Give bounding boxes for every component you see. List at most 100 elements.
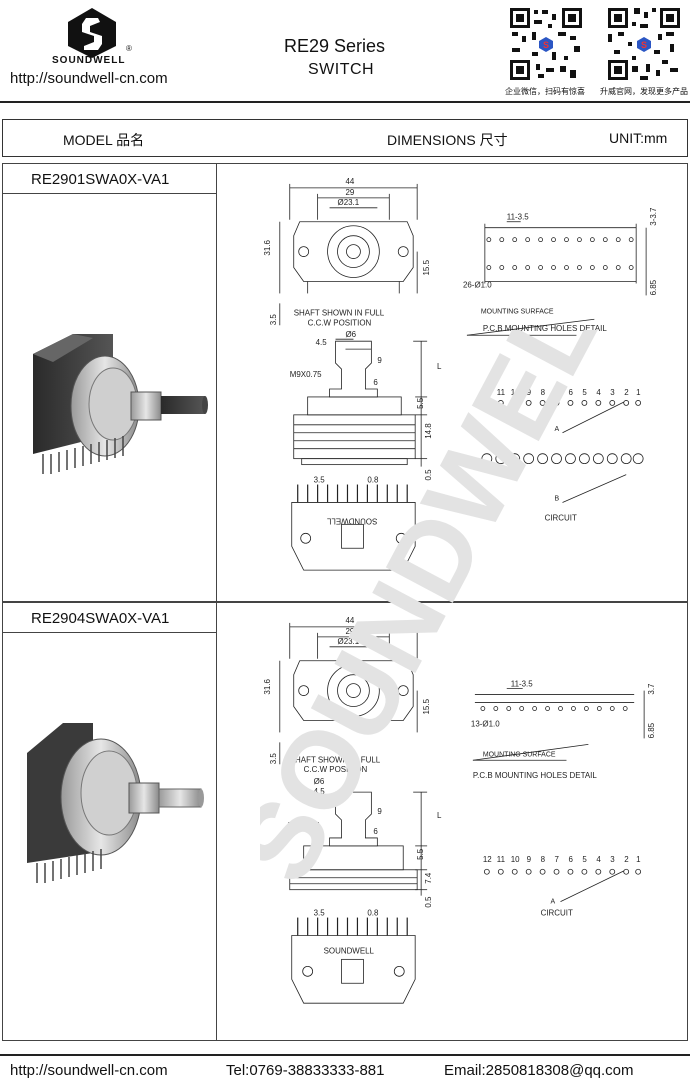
svg-text:12: 12 xyxy=(483,388,492,397)
mounting-surface-label: MOUNTING SURFACE xyxy=(481,308,554,315)
dim-pin-0-8: 0.8 xyxy=(367,476,379,485)
svg-text:2: 2 xyxy=(624,388,629,397)
wiper-a-label: A xyxy=(555,426,560,433)
shaft-note-1: SHAFT SHOWN IN FULL xyxy=(290,755,381,764)
svg-text:9: 9 xyxy=(527,855,532,864)
dim-4-5: 4.5 xyxy=(316,338,328,347)
dim-6-85: 6.85 xyxy=(649,279,658,295)
dim-44: 44 xyxy=(345,616,354,625)
dim-3-7: 3-3.7 xyxy=(649,207,658,226)
svg-text:6: 6 xyxy=(568,388,573,397)
svg-text:5: 5 xyxy=(582,388,587,397)
pcb-detail-label: P.C.B MOUNTING HOLES DETAIL xyxy=(483,324,607,333)
shaft-note-2: C.C.W POSITION xyxy=(308,318,372,327)
dim-6-85: 6.85 xyxy=(647,722,656,738)
wiper-a-label: A xyxy=(551,899,556,906)
svg-text:9: 9 xyxy=(527,388,532,397)
circuit-label: CIRCUIT xyxy=(541,909,573,918)
svg-text:6: 6 xyxy=(568,855,573,864)
svg-text:11: 11 xyxy=(497,388,506,397)
dimension-drawing-2: 44 29 Ø23.1 31.6 15.5 3.5 SHAFT SHOWN IN… xyxy=(263,616,656,1004)
dim-6: 6 xyxy=(373,378,378,387)
wiper-b-label: B xyxy=(555,495,560,502)
header-divider xyxy=(0,101,690,103)
body-brand-text: SOUNDWELL xyxy=(324,946,375,955)
dim-pin-3-5: 3.5 xyxy=(314,909,326,918)
mounting-surface-label: MOUNTING SURFACE xyxy=(483,751,556,758)
circuit-label: CIRCUIT xyxy=(545,513,577,522)
product-photo-2 xyxy=(27,723,204,883)
dim-29: 29 xyxy=(345,627,354,636)
dim-31-6: 31.6 xyxy=(263,240,272,256)
svg-text:8: 8 xyxy=(541,855,546,864)
product-section-1: RE2901SWA0X-VA1 xyxy=(2,163,688,602)
svg-text:4: 4 xyxy=(596,855,601,864)
dim-14-8: 14.8 xyxy=(424,423,433,439)
svg-text:11: 11 xyxy=(497,855,506,864)
qr-caption-website: 升威官网，发现更多产品 xyxy=(600,87,688,96)
brand-name: SOUNDWELL xyxy=(52,55,126,66)
dim-4-5: 4.5 xyxy=(314,787,326,796)
svg-text:10: 10 xyxy=(511,855,520,864)
page-footer: http://soundwell-cn.com Tel:0769-3883333… xyxy=(0,1054,690,1086)
dimension-drawing-1: 44 29 Ø23.1 31.6 15.5 3.5 SHAFT SHOWN IN… xyxy=(263,177,658,571)
svg-text:3: 3 xyxy=(610,855,615,864)
svg-text:3: 3 xyxy=(610,388,615,397)
svg-text:2: 2 xyxy=(624,855,629,864)
dim-thread: M9X0.75 xyxy=(288,821,320,830)
product-photo-1 xyxy=(33,334,208,474)
header-website[interactable]: http://soundwell-cn.com xyxy=(10,70,168,87)
dim-holes: 26-Ø1.0 xyxy=(463,280,492,289)
dim-29: 29 xyxy=(345,188,354,197)
dim-pin-3-5: 3.5 xyxy=(314,476,326,485)
svg-text:S: S xyxy=(641,40,647,50)
footer-telephone[interactable]: Tel:0769-38833333-881 xyxy=(226,1062,385,1079)
pcb-holes xyxy=(486,237,634,270)
page-header: SOUNDWELL ® http://soundwell-cn.com RE29… xyxy=(0,0,690,102)
series-subtitle: SWITCH xyxy=(308,61,375,78)
dim-9: 9 xyxy=(377,356,382,365)
dim-0-5: 0.5 xyxy=(424,896,433,908)
website-qr-code-icon[interactable]: S xyxy=(606,6,682,82)
dim-23-1: Ø23.1 xyxy=(338,198,360,207)
footer-website[interactable]: http://soundwell-cn.com xyxy=(10,1062,168,1079)
product-section-2: RE2904SWA0X-VA1 xyxy=(2,602,688,1041)
column-header-bar: MODEL 品名 DIMENSIONS 尺寸 UNIT:mm xyxy=(2,119,688,157)
svg-text:12: 12 xyxy=(483,855,492,864)
dim-31-6: 31.6 xyxy=(263,679,272,695)
shaft-note-1: SHAFT SHOWN IN FULL xyxy=(294,308,385,317)
dim-L: L xyxy=(437,811,442,820)
dim-pitch: 11-3.5 xyxy=(511,680,534,689)
dim-holes: 13-Ø1.0 xyxy=(471,719,500,728)
svg-text:7: 7 xyxy=(555,855,560,864)
svg-text:S: S xyxy=(543,40,549,50)
dim-5-5: 5.5 xyxy=(416,397,425,409)
svg-text:1: 1 xyxy=(636,388,641,397)
column-dimensions: DIMENSIONS 尺寸 xyxy=(387,132,508,148)
dim-5-5: 5.5 xyxy=(416,848,425,860)
dim-7-4: 7.4 xyxy=(424,872,433,884)
dim-pitch: 11-3.5 xyxy=(507,213,530,222)
registered-mark-icon: ® xyxy=(126,44,132,53)
series-title: RE29 Series xyxy=(284,36,386,56)
column-unit: UNIT:mm xyxy=(609,130,668,146)
model-name: RE2904SWA0X-VA1 xyxy=(3,603,216,633)
svg-text:8: 8 xyxy=(541,388,546,397)
dim-6: 6 xyxy=(373,827,378,836)
dim-L: L xyxy=(437,362,442,371)
wechat-qr-code-icon[interactable]: S xyxy=(508,6,584,82)
footer-email[interactable]: Email:2850818308@qq.com xyxy=(444,1062,634,1079)
dim-pin-0-8: 0.8 xyxy=(367,909,379,918)
dim-9: 9 xyxy=(377,807,382,816)
dim-d6: Ø6 xyxy=(345,330,356,339)
dim-d6: Ø6 xyxy=(314,777,325,786)
dim-23-1: Ø23.1 xyxy=(338,637,360,646)
shaft-note-2: C.C.W POSITION xyxy=(304,765,368,774)
column-model: MODEL 品名 xyxy=(63,132,145,148)
svg-text:4: 4 xyxy=(596,388,601,397)
dim-0-5: 0.5 xyxy=(424,469,433,481)
dim-3-5: 3.5 xyxy=(269,314,278,326)
svg-text:7: 7 xyxy=(555,388,560,397)
